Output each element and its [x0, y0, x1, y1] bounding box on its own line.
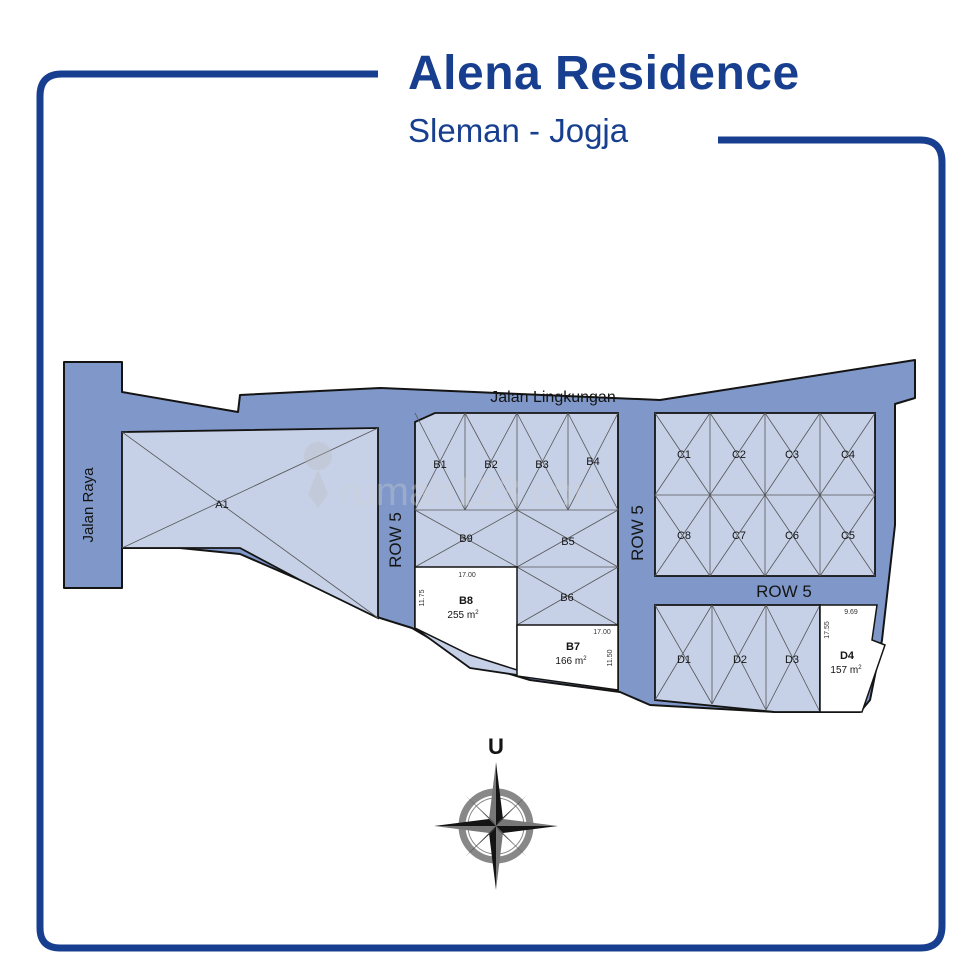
lot-d4-shape[interactable] [819, 604, 886, 713]
lot-area-b8: 255 m2 [447, 610, 479, 621]
dim-d4-top: 9.69 [844, 609, 858, 616]
dim-d4-side: 17.55 [824, 621, 831, 639]
lot-label-b3: B3 [535, 459, 548, 471]
lot-label-c1: C1 [677, 449, 691, 461]
lot-label-c2: C2 [732, 449, 746, 461]
lot-label-c3: C3 [785, 449, 799, 461]
label-row-left: ROW 5 [386, 512, 405, 568]
lot-b7-shape[interactable] [516, 624, 619, 691]
lot-b8-shape[interactable] [414, 566, 518, 672]
lot-label-b9: B9 [459, 533, 472, 545]
lot-area-b7: 166 m2 [555, 656, 587, 667]
label-row-middle: ROW 5 [628, 505, 647, 561]
page-title: Alena Residence [408, 47, 800, 100]
label-jalan-lingkungan: Jalan Lingkungan [490, 389, 615, 406]
dim-b8-top: 17.00 [458, 572, 476, 579]
lot-label-d4: D4 [840, 650, 855, 662]
lot-label-c6: C6 [785, 530, 799, 542]
location-pin-icon [304, 442, 333, 508]
block-d [654, 604, 821, 713]
lot-label-b2: B2 [484, 459, 497, 471]
block-c [654, 412, 876, 577]
lot-label-b4: B4 [586, 456, 599, 468]
lot-label-b6: B6 [560, 592, 573, 604]
compass-north-label: U [488, 734, 504, 759]
dim-b7-side: 11.50 [607, 649, 614, 666]
lot-label-d1: D1 [677, 654, 691, 666]
lot-label-b1: B1 [433, 459, 446, 471]
compass-rose-icon: U [434, 734, 558, 890]
lot-label-b5: B5 [561, 536, 574, 548]
lot-label-b7: B7 [566, 641, 580, 653]
page-subtitle: Sleman - Jogja [408, 112, 629, 149]
frame-border [36, 70, 946, 952]
lot-label-a1: A1 [215, 499, 228, 511]
lot-label-d2: D2 [733, 654, 747, 666]
lot-a1[interactable] [121, 427, 379, 620]
lot-label-c4: C4 [841, 449, 855, 461]
lot-label-c7: C7 [732, 530, 746, 542]
watermark: rumah123.com [304, 442, 607, 514]
lot-area-d4: 157 m2 [830, 665, 862, 676]
dim-b8-side: 11.75 [419, 589, 426, 606]
label-jalan-raya: Jalan Raya [80, 467, 97, 543]
lot-label-d3: D3 [785, 654, 799, 666]
lot-label-c5: C5 [841, 530, 855, 542]
lot-label-b8: B8 [459, 595, 473, 607]
lot-label-c8: C8 [677, 530, 691, 542]
watermark-text: rumah123.com [340, 470, 607, 514]
dim-b7-top: 17.00 [593, 629, 611, 636]
label-row-bottom: ROW 5 [756, 582, 812, 601]
